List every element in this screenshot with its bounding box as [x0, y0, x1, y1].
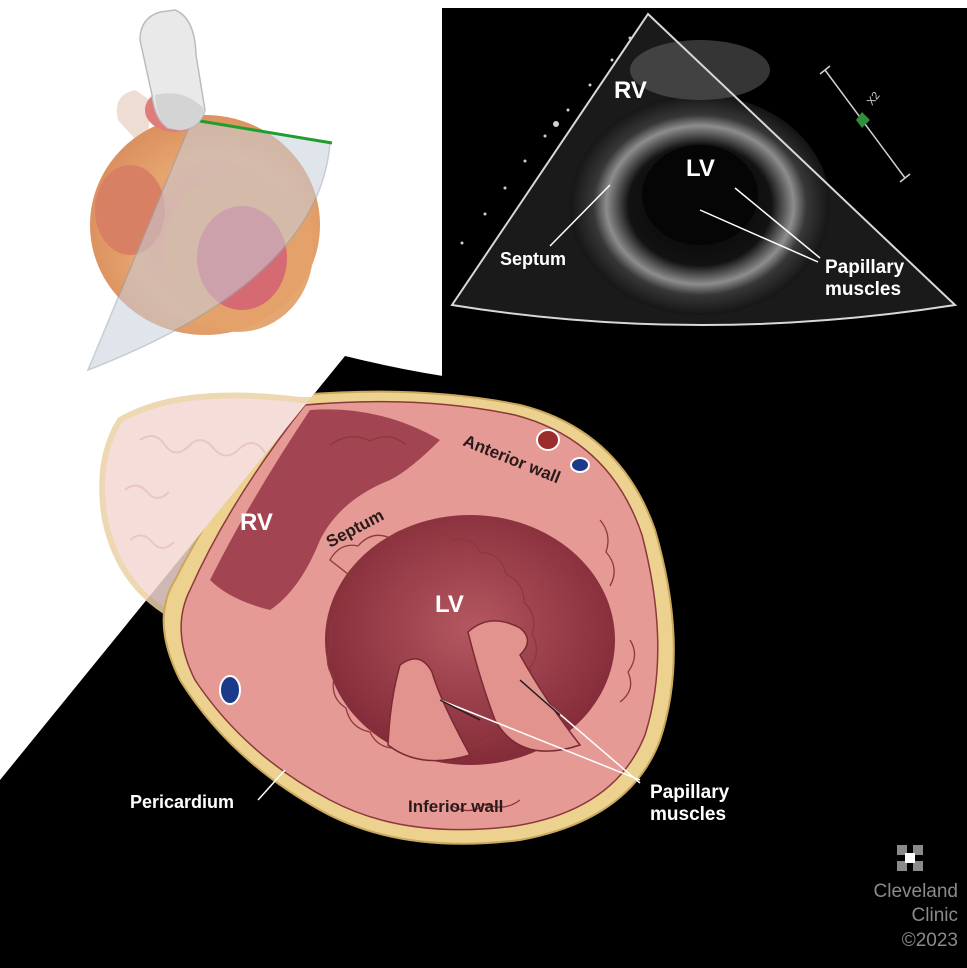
brand-line-2: Clinic: [912, 905, 958, 926]
diagram-leader-lines: [257, 679, 641, 801]
diagram-label-papillary-2: muscles: [650, 804, 726, 825]
probe-tip: [155, 93, 205, 130]
diagram-label-rv: RV: [240, 509, 273, 536]
rv-cavity: [210, 409, 440, 610]
coronary-vessel-anterior: [536, 429, 560, 451]
papillary-muscle-anterior: [467, 620, 582, 752]
papillary-muscle-posterior: [387, 658, 472, 762]
ultrasound-lv-cavity: [642, 145, 758, 245]
plane-top-edge: [199, 119, 333, 145]
ultrasound-speckle-upper: [630, 40, 770, 100]
ultrasound-sector-outline: [450, 12, 958, 326]
ultrasound-leader-lines: [549, 184, 821, 263]
depth-marker-dots: [460, 36, 632, 245]
coronary-vein-anterior: [570, 457, 590, 473]
diagram-label-pericardium: Pericardium: [130, 792, 234, 812]
heart-with-probe-illustration: [86, 9, 333, 372]
scale-marker-icon: [856, 112, 870, 128]
us-label-septum: Septum: [500, 249, 566, 269]
brand-copyright: ©2023: [902, 930, 958, 951]
cross-section-diagram: RV LV Septum Anterior wall Inferior wall…: [0, 356, 967, 968]
us-label-rv: RV: [614, 77, 647, 104]
imaging-plane: [86, 119, 331, 372]
diagram-label-papillary-1: Papillary: [650, 782, 730, 803]
diagram-label-inferior-wall: Inferior wall: [408, 797, 503, 816]
faded-rv-folds: [124, 435, 266, 549]
coronary-vein-inferior: [219, 675, 241, 705]
cleveland-clinic-branding: Cleveland Clinic ©2023: [874, 845, 959, 951]
us-label-papillary-1: Papillary: [825, 257, 905, 278]
us-label-lv: LV: [686, 155, 715, 182]
us-label-papillary-2: muscles: [825, 279, 901, 300]
ultrasound-panel: X2 RV LV Septum Papillary muscles: [442, 8, 967, 381]
cleveland-clinic-logo-icon: [897, 845, 923, 871]
diagram-label-lv: LV: [435, 591, 464, 618]
brand-line-1: Cleveland: [874, 881, 959, 902]
